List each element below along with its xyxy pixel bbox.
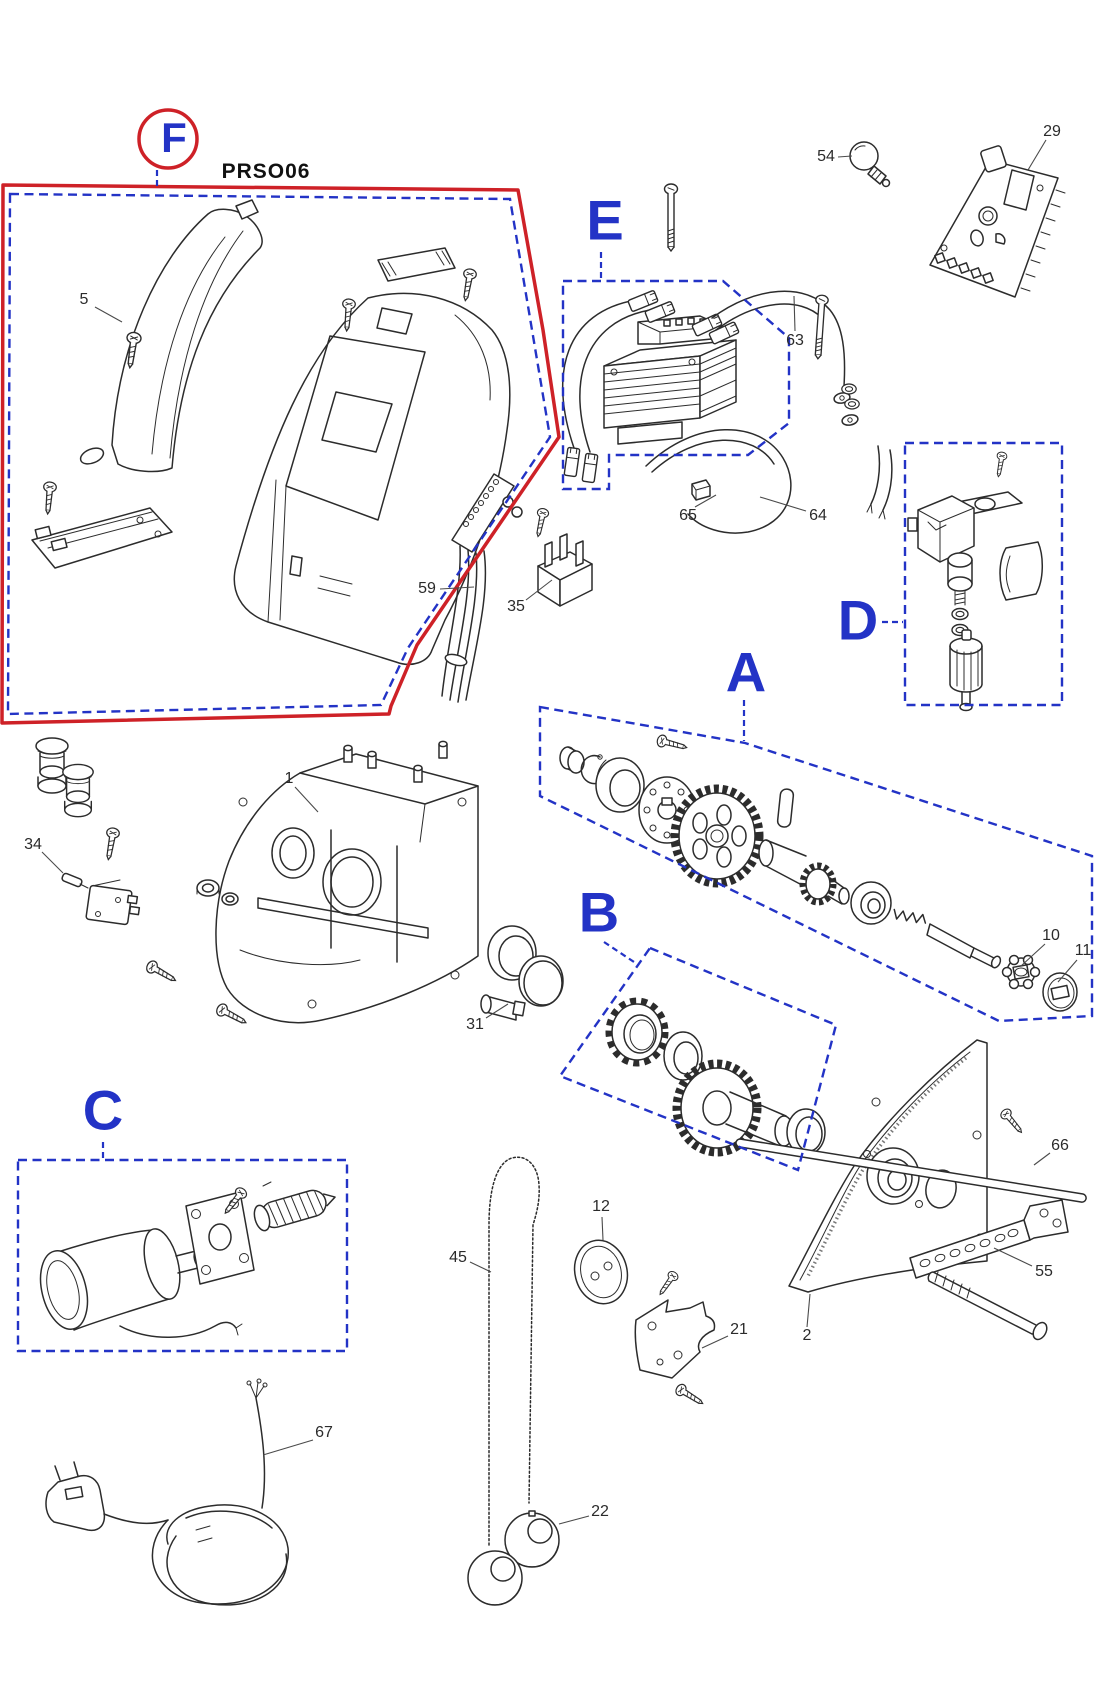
part-label-29: 29 [1043, 123, 1061, 140]
gearbox-housing-part1-drawing [215, 740, 479, 1024]
output-rings-part31-drawing [480, 925, 564, 1021]
part-label-2: 2 [802, 1327, 812, 1344]
part-label-55: 55 [1035, 1263, 1053, 1280]
section-label-d: D [837, 588, 879, 652]
part-label-21: 21 [730, 1321, 748, 1338]
gear-cluster-b-drawing [605, 997, 826, 1157]
cable-glands-drawing [35, 737, 94, 818]
control-board-part29-drawing [929, 145, 1066, 298]
part-label-11: 11 [1074, 942, 1092, 959]
nut-washer-drawing [196, 879, 239, 906]
rod-part66-drawing [735, 1138, 1087, 1203]
part-label-1: 1 [284, 770, 294, 787]
connector-block-part35-drawing [537, 533, 593, 607]
region-c-box [16, 1142, 349, 1353]
kit-code-label: PRSO06 [221, 160, 311, 183]
part-label-5: 5 [79, 291, 89, 308]
part-label-35: 35 [507, 598, 525, 615]
release-arm-part55-drawing [909, 1199, 1069, 1341]
leader-lines [41, 139, 1078, 1525]
microswitch-part34-drawing [61, 872, 141, 926]
bulb-part54-drawing [849, 141, 891, 188]
section-label-c: C [82, 1078, 124, 1142]
transformer-drawing [603, 315, 737, 445]
region-f-highlight [0, 108, 561, 725]
gear-train-a-drawing [559, 746, 1078, 1012]
region-b-box [558, 941, 838, 1172]
cover-lid-drawing [377, 247, 456, 282]
part-label-12: 12 [592, 1198, 610, 1215]
main-cover-drawing [233, 292, 511, 666]
bracket-part21-drawing [634, 1299, 716, 1379]
pulley-part12-drawing [573, 1239, 629, 1305]
part-label-45: 45 [449, 1249, 467, 1266]
part-label-10: 10 [1042, 927, 1060, 944]
region-e-box [561, 252, 791, 491]
pull-cord-part45-drawing [467, 1156, 560, 1606]
release-assembly-d-drawing [907, 491, 1043, 712]
region-a-box [538, 700, 1094, 1023]
part-label-22: 22 [591, 1503, 609, 1520]
power-cord-part67-drawing [45, 1378, 289, 1606]
part-label-67: 67 [315, 1424, 333, 1441]
section-label-e: E [586, 188, 624, 252]
part-label-65: 65 [679, 507, 697, 524]
part-label-54: 54 [817, 148, 835, 165]
part-label-64: 64 [809, 507, 827, 524]
part-label-66: 66 [1051, 1137, 1069, 1154]
wiring-harness-e-drawing [561, 289, 893, 534]
part-label-31: 31 [466, 1016, 484, 1033]
part-label-59: 59 [418, 580, 436, 597]
section-label-b: B [578, 880, 620, 944]
region-d-box [882, 441, 1064, 707]
terminal-strip-part59-drawing [441, 473, 523, 703]
section-label-f: F [161, 114, 187, 161]
part-label-63: 63 [786, 332, 804, 349]
circuit-board-drawing [31, 507, 173, 569]
motor-assembly-c-drawing [39, 1181, 336, 1338]
cover-shell-part5-drawing [79, 199, 263, 473]
part-label-34: 34 [24, 836, 42, 853]
section-label-a: A [725, 640, 767, 704]
